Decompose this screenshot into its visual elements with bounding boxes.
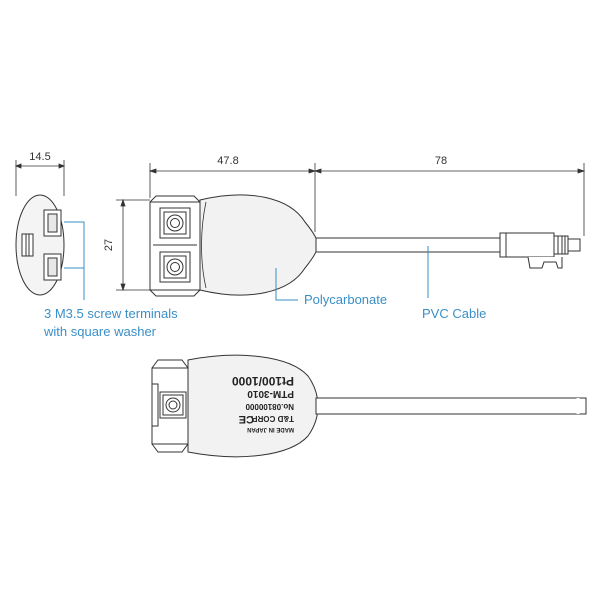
screw-terminal-1 — [159, 207, 191, 239]
product-label: Pt100/1000 PTM-3010 No.08100000 T&D CORP… — [232, 374, 294, 432]
side-view — [149, 194, 581, 297]
end-view — [15, 194, 65, 296]
leader-terminals — [64, 221, 85, 300]
callout-terminals-line1: 3 M3.5 screw terminals — [44, 306, 178, 321]
screw-terminal-2 — [159, 251, 191, 283]
dimension-end-width — [14, 160, 66, 196]
label-ce-mark: CE — [239, 413, 254, 425]
end-view-center-block — [21, 233, 34, 257]
callout-leaders — [64, 221, 429, 301]
callout-pvc-cable: PVC Cable — [422, 306, 486, 321]
polycarbonate-housing — [199, 194, 319, 296]
dimension-cable-length-label: 78 — [435, 155, 447, 167]
label-origin: MADE IN JAPAN — [247, 426, 294, 432]
dimension-body-length-label: 47.8 — [217, 155, 238, 167]
callout-polycarbonate: Polycarbonate — [304, 292, 387, 307]
leader-polycarbonate — [275, 268, 298, 301]
label-model: Pt100/1000 — [232, 374, 294, 388]
dimension-end-width-label: 14.5 — [29, 151, 50, 163]
cable-connector — [499, 232, 581, 269]
label-maker: T&D CORP. — [251, 414, 294, 423]
dimension-body-height-label: 27 — [103, 239, 115, 251]
dimension-body-height — [116, 198, 150, 292]
top-view — [151, 354, 587, 458]
label-serial: No.08100000 — [245, 402, 294, 411]
top-view-cable — [315, 397, 587, 415]
dimension-body-length — [148, 163, 317, 232]
top-view-screw — [159, 391, 187, 419]
dimension-cable-length — [313, 163, 586, 236]
callout-terminals-line2: with square washer — [43, 324, 157, 339]
pvc-cable — [315, 237, 503, 253]
label-part-code: PTM-3010 — [247, 388, 294, 399]
